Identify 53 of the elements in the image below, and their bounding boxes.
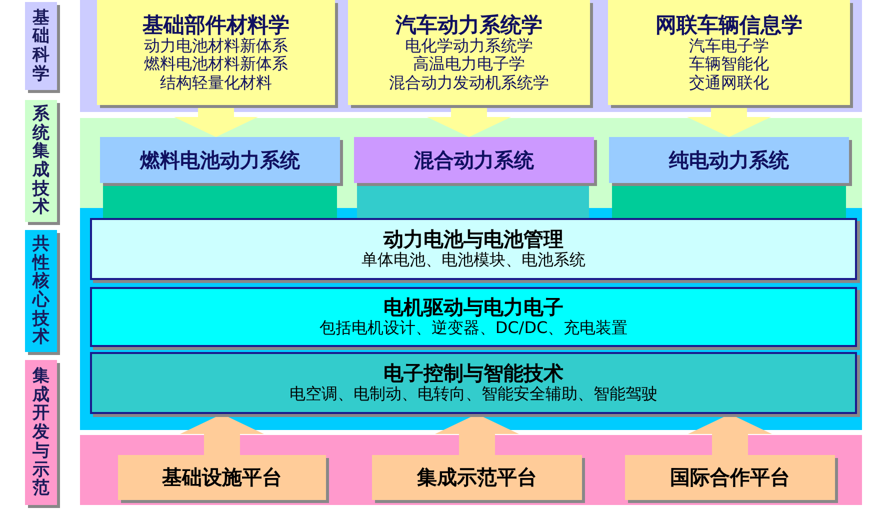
column-block	[612, 183, 846, 218]
level-label	[25, 230, 57, 352]
box-subtitle: 电空调、电制动、电转向、智能安全辅助、智能驾驶	[290, 385, 658, 404]
box-title: 基础设施平台	[162, 466, 282, 489]
system-box	[354, 137, 594, 183]
box-subtitle: 包括电机设计、逆变器、DC/DC、充电装置	[319, 319, 628, 338]
box-item: 混合动力发动机系统学	[389, 74, 549, 92]
level-label	[25, 2, 57, 90]
level-text: 基础科学	[32, 8, 50, 84]
box-item: 汽车电子学	[689, 36, 769, 56]
level-text: 集成开发与示范	[32, 367, 50, 498]
level-label	[25, 100, 57, 222]
box-title: 电机驱动与电力电子	[384, 296, 564, 320]
box-title: 纯电动力系统	[669, 148, 789, 172]
box-title: 集成示范平台	[417, 466, 537, 489]
block-arrow	[687, 105, 771, 137]
level-text: 系统集成技术	[32, 104, 50, 218]
box-item: 动力电池材料新体系	[144, 36, 288, 56]
block-arrow	[427, 105, 511, 137]
box-title: 动力电池与电池管理	[384, 228, 564, 252]
technology-box	[90, 287, 857, 347]
box-title: 基础部件材料学	[142, 12, 290, 37]
box-title: 网联车辆信息学	[656, 12, 802, 37]
column-block	[357, 183, 589, 218]
column-block	[103, 183, 337, 218]
discipline-box	[348, 0, 590, 105]
box-subtitle: 单体电池、电池模块、电池系统	[362, 251, 586, 270]
block-arrow	[174, 105, 258, 137]
platform-box	[372, 455, 582, 500]
block-arrow	[688, 414, 772, 455]
technology-box	[90, 352, 857, 414]
level-label	[25, 360, 57, 505]
box-title: 电子控制与智能技术	[384, 362, 564, 386]
box-item: 车辆智能化	[689, 55, 769, 74]
box-item: 结构轻量化材料	[160, 74, 272, 92]
box-title: 燃料电池动力系统	[140, 148, 300, 172]
system-box	[609, 137, 849, 183]
box-item: 电化学动力系统学	[405, 36, 533, 56]
discipline-box	[608, 0, 850, 105]
box-title: 混合动力系统	[414, 148, 534, 172]
box-title: 国际合作平台	[670, 466, 790, 489]
box-title: 汽车动力系统学	[396, 12, 542, 37]
discipline-box	[97, 0, 335, 105]
block-arrow	[180, 414, 264, 455]
box-item: 燃料电池材料新体系	[144, 55, 288, 74]
platform-box	[625, 455, 835, 500]
block-arrow	[435, 414, 519, 455]
system-box	[100, 137, 340, 183]
box-item: 交通网联化	[689, 74, 769, 92]
platform-box	[118, 455, 326, 500]
technology-box	[90, 218, 857, 280]
box-item: 高温电力电子学	[413, 55, 525, 74]
level-text: 共性核心技术	[32, 234, 50, 348]
